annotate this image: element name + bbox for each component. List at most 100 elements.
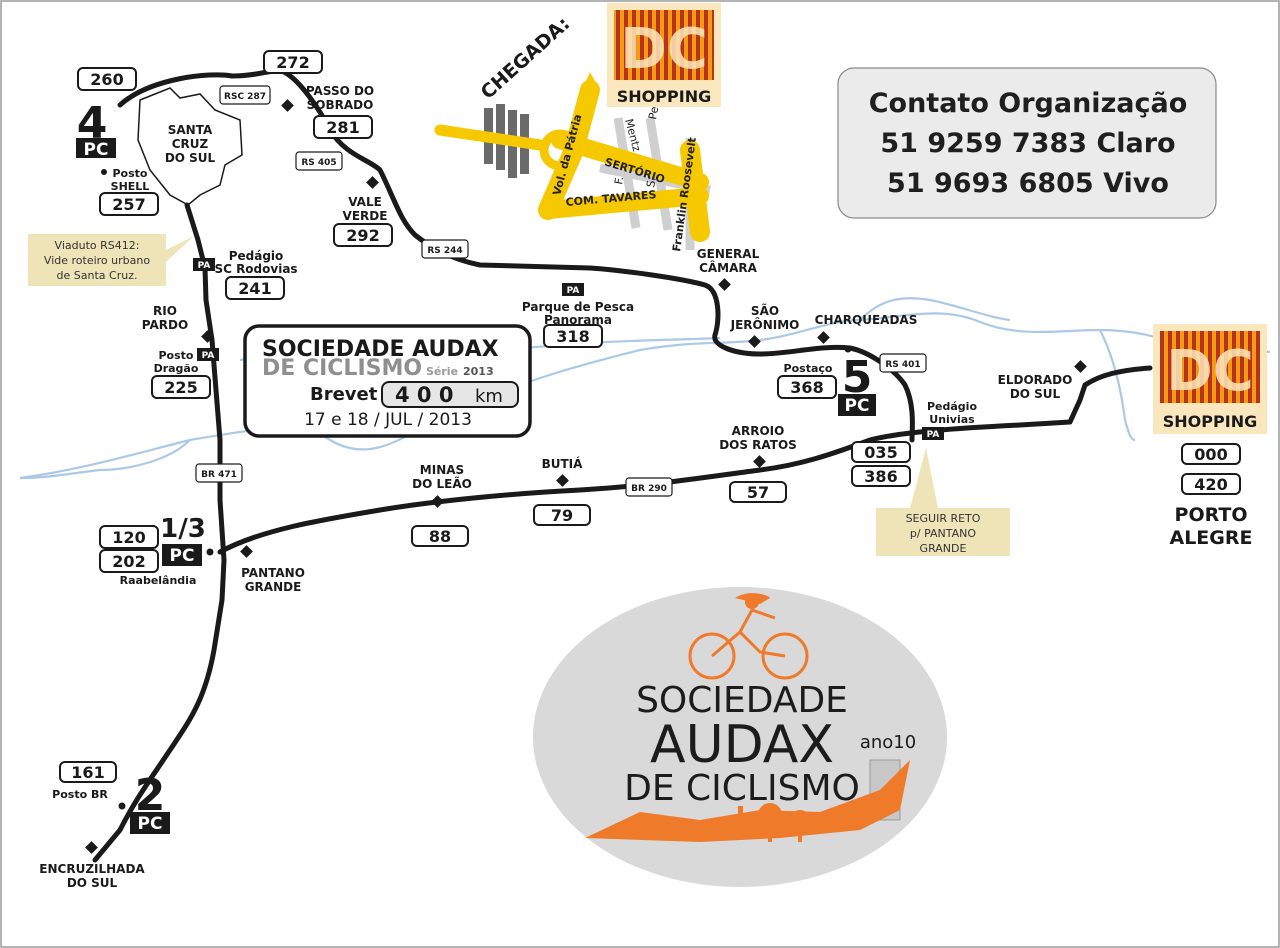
label-arroio-ratos: ARROIO xyxy=(732,424,785,438)
inset-arrow xyxy=(582,72,600,90)
logo-skyline-icon xyxy=(585,760,910,842)
event-serie-word: Série xyxy=(426,365,458,378)
marker-vale-verde xyxy=(366,176,379,189)
checkpoint-4: 4 PC xyxy=(76,98,116,160)
label-posto-br: Posto BR xyxy=(52,788,108,801)
svg-text:292: 292 xyxy=(346,226,379,245)
km-120: 120 xyxy=(99,525,159,549)
svg-text:RS 401: RS 401 xyxy=(885,360,920,370)
dot-raabelandia xyxy=(206,548,214,556)
label-pedagio-sc: Pedágio xyxy=(229,249,284,263)
svg-text:225: 225 xyxy=(164,378,197,397)
label-parque-pesca: Parque de Pesca xyxy=(522,300,634,314)
svg-text:79: 79 xyxy=(551,506,573,525)
svg-text:000: 000 xyxy=(1194,445,1227,464)
label-general-camara-2: CÂMARA xyxy=(699,260,758,275)
label-minas-leao-2: DO LEÃO xyxy=(412,476,472,491)
logo-line-2: AUDAX xyxy=(650,715,834,775)
km-000: 000 xyxy=(1181,443,1241,465)
dc-name-right: SHOPPING xyxy=(1163,412,1257,431)
svg-text:PC: PC xyxy=(84,140,109,160)
label-santa-cruz: SANTA xyxy=(168,123,213,137)
label-pantano-grande: PANTANO xyxy=(241,566,305,580)
label-pedagio-univias-2: Univias xyxy=(929,413,975,426)
label-posto-dragao: Posto xyxy=(159,349,194,362)
label-minas-leao: MINAS xyxy=(420,463,464,477)
label-butia: BUTIÁ xyxy=(542,456,584,471)
shield-br471: BR 471 xyxy=(195,463,243,483)
note-seguir-1: SEGUIR RETO xyxy=(906,512,981,525)
logo-line-3: DE CICLISMO xyxy=(624,768,860,809)
toll-pa-sc: PA xyxy=(193,258,215,271)
label-pantano-grande-2: GRANDE xyxy=(245,580,302,594)
svg-text:272: 272 xyxy=(276,53,309,72)
note-seguir-2: p/ PANTANO xyxy=(910,527,976,540)
label-posto-shell: Posto xyxy=(113,167,148,180)
km-161: 161 xyxy=(59,761,117,783)
event-info-box: SOCIEDADE AUDAX DE CICLISMO Série 2013 B… xyxy=(243,324,532,438)
note-seguir-reto: SEGUIR RETO p/ PANTANO GRANDE xyxy=(876,448,1010,556)
dc-name-top: SHOPPING xyxy=(617,87,711,106)
km-272: 272 xyxy=(263,50,323,74)
checkpoint-5: 5 PC xyxy=(838,352,876,416)
dot-posto-shell xyxy=(101,169,107,175)
dc-shopping-logo-right: DC SHOPPING xyxy=(1153,324,1267,434)
event-dates: 17 e 18 / JUL / 2013 xyxy=(304,410,472,430)
svg-text:PC: PC xyxy=(138,814,163,834)
svg-text:RS 405: RS 405 xyxy=(301,158,336,168)
label-posto-dragao-2: Dragão xyxy=(154,362,199,375)
event-unit: km xyxy=(475,386,503,407)
label-vale-verde-2: VERDE xyxy=(343,209,388,223)
street-s: S. xyxy=(644,176,659,189)
label-parque-pesca-2: Panorama xyxy=(544,313,612,327)
km-57: 57 xyxy=(729,481,787,503)
km-88: 88 xyxy=(411,525,469,547)
toll-pa-univias: PA xyxy=(922,427,944,440)
marker-passo-sobrado xyxy=(281,99,294,112)
svg-text:386: 386 xyxy=(864,467,897,486)
label-porto-alegre-2: ALEGRE xyxy=(1170,527,1253,549)
svg-text:PA: PA xyxy=(198,261,211,271)
marker-minas-leao xyxy=(431,495,444,508)
svg-text:202: 202 xyxy=(112,552,145,571)
contact-phone-vivo: 51 9693 6805 Vivo xyxy=(887,168,1169,199)
km-292: 292 xyxy=(333,223,393,247)
label-sao-jeronimo: SÃO xyxy=(751,303,779,318)
logo-line-1: SOCIEDADE xyxy=(636,680,848,721)
label-pedagio-sc-2: SC Rodovias xyxy=(214,262,297,276)
km-257: 257 xyxy=(99,192,159,216)
street-f: F. xyxy=(612,175,626,185)
svg-text:PA: PA xyxy=(567,286,580,296)
shield-rs244: RS 244 xyxy=(421,239,469,259)
label-arroio-ratos-2: DOS RATOS xyxy=(719,438,797,452)
shield-rs405: RS 405 xyxy=(295,151,343,171)
dc-shopping-logo-top: DC SHOPPING xyxy=(607,3,721,107)
checkpoint-1-3: 1/3 PC xyxy=(160,514,206,566)
svg-text:257: 257 xyxy=(112,195,145,214)
label-pedagio-univias: Pedágio xyxy=(927,400,977,413)
label-encruzilhada-2: DO SUL xyxy=(67,876,118,890)
label-encruzilhada: ENCRUZILHADA xyxy=(39,862,145,876)
event-serie-year: 2013 xyxy=(463,365,494,378)
label-eldorado-2: DO SUL xyxy=(1010,387,1061,401)
svg-text:PC: PC xyxy=(845,396,870,416)
km-318: 318 xyxy=(543,324,603,348)
note-viaduto-1: Viaduto RS412: xyxy=(55,239,140,252)
label-rio-pardo: RIO xyxy=(153,304,177,318)
marker-rio-pardo xyxy=(201,330,214,343)
svg-text:PA: PA xyxy=(927,430,940,440)
contact-phone-claro: 51 9259 7383 Claro xyxy=(880,128,1175,159)
km-420: 420 xyxy=(1181,473,1241,495)
dot-posto-br xyxy=(118,802,126,810)
svg-text:161: 161 xyxy=(71,763,104,782)
logo-ano: ano10 xyxy=(860,732,916,753)
note-viaduto-2: Vide roteiro urbano xyxy=(44,254,150,267)
km-79: 79 xyxy=(533,504,591,526)
toll-pa-dragao: PA xyxy=(197,348,219,361)
note-viaduto-3: de Santa Cruz. xyxy=(57,269,138,282)
shield-rsc287: RSC 287 xyxy=(219,85,271,105)
svg-text:88: 88 xyxy=(429,527,451,546)
label-santa-cruz-2: CRUZ xyxy=(172,137,209,151)
km-386: 386 xyxy=(851,465,911,487)
label-santa-cruz-3: DO SUL xyxy=(165,151,216,165)
